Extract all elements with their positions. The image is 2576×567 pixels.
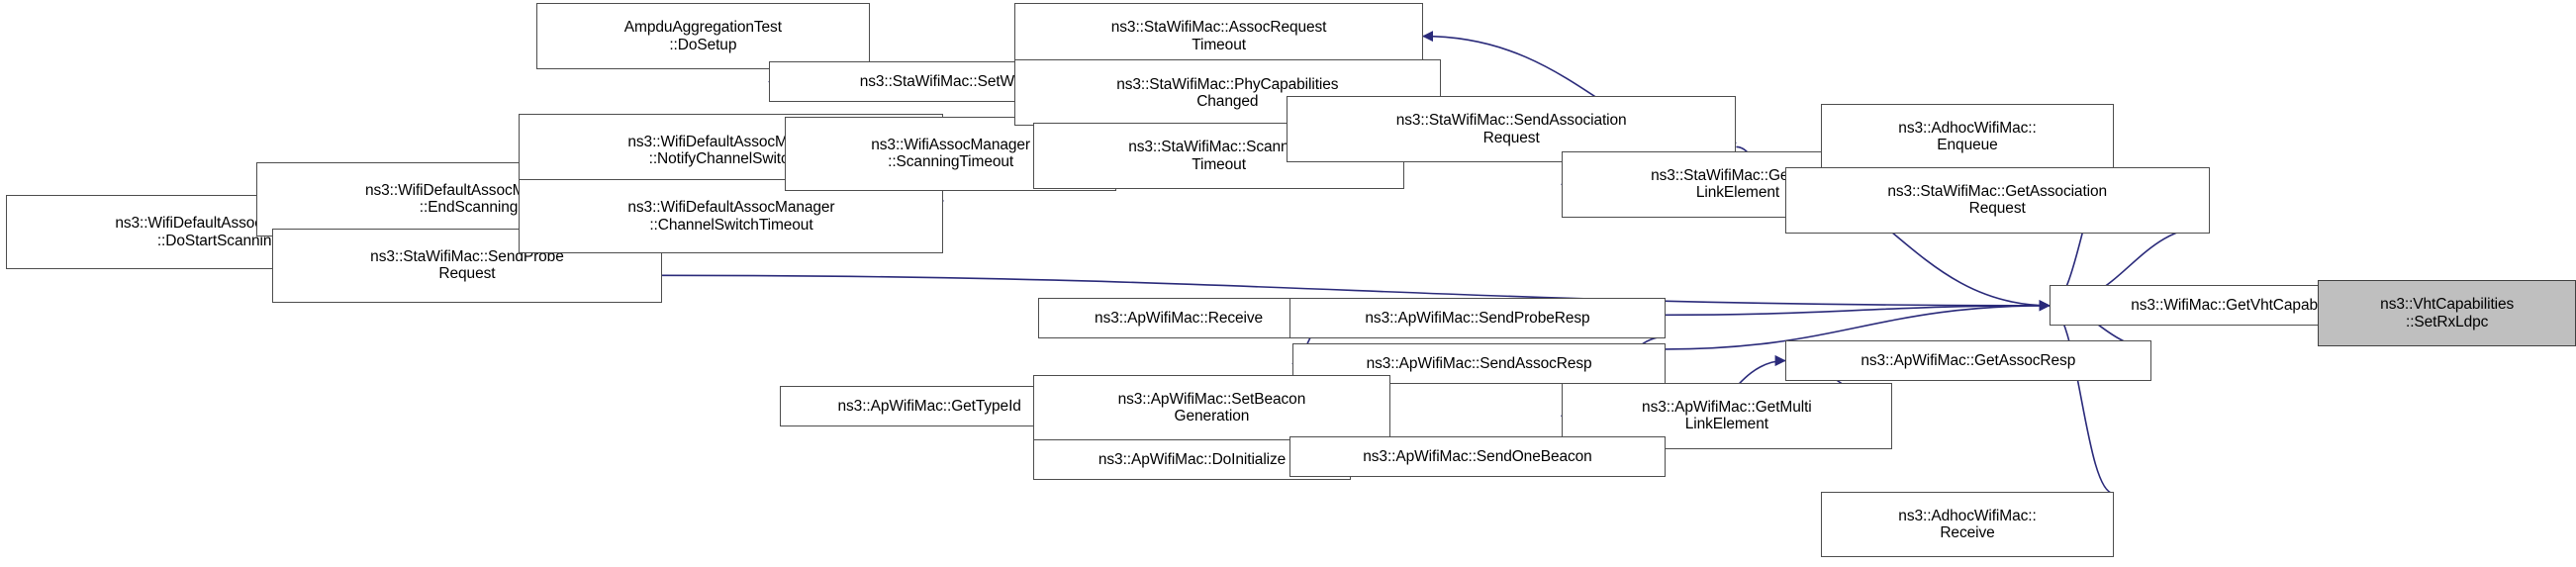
graph-node[interactable]: ns3::AdhocWifiMac:: Receive <box>1821 491 2114 558</box>
graph-node[interactable]: ns3::StaWifiMac::AssocRequest Timeout <box>1013 3 1424 70</box>
graph-edge <box>2048 300 2115 495</box>
graph-node-label: ns3::ApWifiMac::GetAssocResp <box>1860 351 2076 369</box>
graph-node[interactable]: ns3::ApWifiMac::Receive <box>1037 297 1320 339</box>
graph-node-label: ns3::ApWifiMac::GetTypeId <box>837 397 1021 415</box>
graph-edge <box>1665 300 2051 317</box>
graph-node-label: ns3::ApWifiMac::SendAssocResp <box>1366 354 1592 372</box>
graph-node-label: ns3::WifiDefaultAssocManager ::ChannelSw… <box>627 199 835 234</box>
graph-node-label: ns3::ApWifiMac::GetMulti LinkElement <box>1642 398 1812 433</box>
graph-node[interactable]: ns3::VhtCapabilities ::SetRxLdpc <box>2318 280 2576 347</box>
graph-node[interactable]: ns3::WifiDefaultAssocManager ::ChannelSw… <box>519 179 944 254</box>
graph-node-label: AmpduAggregationTest ::DoSetup <box>623 19 782 53</box>
graph-node-label: ns3::StaWifiMac::GetAssociation Request <box>1887 182 2108 218</box>
graph-node-label: ns3::ApWifiMac::Receive <box>1095 309 1264 327</box>
graph-node[interactable]: ns3::ApWifiMac::GetTypeId <box>780 385 1080 427</box>
graph-node-label: ns3::VhtCapabilities ::SetRxLdpc <box>2380 296 2515 331</box>
graph-node-label: ns3::StaWifiMac::SendAssociation Request <box>1395 112 1627 146</box>
graph-node-label: ns3::ApWifiMac::SendOneBeacon <box>1363 447 1592 465</box>
graph-node-label: ns3::ApWifiMac::SendProbeResp <box>1365 309 1590 327</box>
graph-node[interactable]: AmpduAggregationTest ::DoSetup <box>535 3 870 70</box>
graph-node-label: ns3::WifiAssocManager ::ScanningTimeout <box>871 136 1030 171</box>
graph-node[interactable]: ns3::ApWifiMac::SendOneBeacon <box>1289 435 1666 478</box>
graph-node-label: ns3::StaWifiMac::AssocRequest Timeout <box>1110 19 1327 53</box>
graph-node[interactable]: ns3::ApWifiMac::GetAssocResp <box>1784 339 2151 382</box>
graph-node[interactable]: ns3::StaWifiMac::GetAssociation Request <box>1784 166 2210 234</box>
graph-node-label: ns3::StaWifiMac::SetWifiPhys <box>859 73 1060 91</box>
graph-node[interactable]: ns3::AdhocWifiMac:: Enqueue <box>1821 104 2114 170</box>
graph-node-label: ns3::StaWifiMac::PhyCapabilities Changed <box>1116 75 1339 110</box>
graph-node-label: ns3::AdhocWifiMac:: Enqueue <box>1898 120 2037 154</box>
graph-node[interactable]: ns3::ApWifiMac::SendProbeResp <box>1289 297 1666 339</box>
graph-node-label: ns3::ApWifiMac::DoInitialize <box>1097 451 1287 469</box>
graph-node-label: ns3::StaWifiMac::Scanning Timeout <box>1128 139 1309 173</box>
graph-node[interactable]: ns3::ApWifiMac::SetBeacon Generation <box>1033 374 1390 441</box>
graph-node-label: ns3::ApWifiMac::SetBeacon Generation <box>1117 390 1306 425</box>
graph-node-label: ns3::AdhocWifiMac:: Receive <box>1898 507 2037 542</box>
